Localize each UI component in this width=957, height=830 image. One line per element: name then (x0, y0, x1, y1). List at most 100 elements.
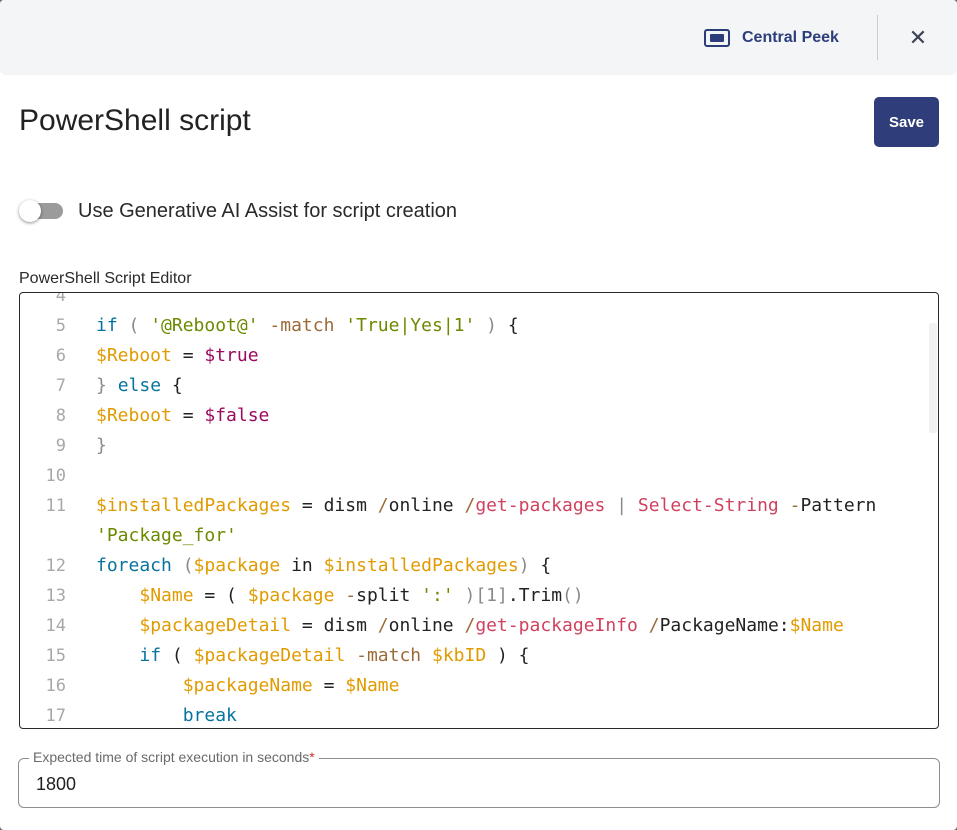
line-number: 7 (55, 376, 66, 396)
line-number: 6 (55, 346, 66, 366)
code-token: () (562, 585, 584, 606)
code-token: ( (171, 555, 194, 576)
ai-assist-toggle[interactable] (19, 200, 63, 222)
code-line: 8 $Reboot = $false (20, 401, 920, 431)
code-text: if ( $packageDetail -match $kbID ) { (96, 641, 530, 671)
line-number: 14 (45, 616, 66, 636)
code-token: / (464, 495, 476, 516)
code-token: in (280, 555, 324, 576)
code-text: if ( '@Reboot@' -match 'True|Yes|1' ) { (96, 311, 519, 341)
close-icon[interactable]: ✕ (908, 25, 928, 50)
script-editor[interactable]: 4 5 if ( '@Reboot@' -match 'True|Yes|1' ) … (19, 292, 939, 729)
code-token: online (388, 615, 465, 636)
code-token: = (171, 345, 205, 366)
editor-scrollbar[interactable] (929, 323, 937, 433)
central-peek-button[interactable]: Central Peek (704, 24, 839, 52)
dialog-topbar: Central Peek ✕ (0, 0, 957, 75)
code-token: break (182, 705, 237, 726)
code-token: foreach (96, 555, 172, 576)
line-number: 15 (45, 646, 66, 666)
exec-time-label: Expected time of script execution in sec… (29, 749, 319, 765)
code-token: ( (161, 645, 194, 666)
code-text: $Reboot = $true (96, 341, 259, 371)
save-button[interactable]: Save (874, 97, 939, 147)
code-token: = dism (291, 495, 378, 516)
code-token: .Trim (507, 585, 563, 606)
code-text: foreach ($package in $installedPackages)… (96, 551, 551, 581)
code-token: $Name (345, 675, 400, 696)
code-token: } (96, 435, 107, 456)
line-number: 5 (55, 316, 66, 336)
exec-time-label-text: Expected time of script execution in sec… (33, 749, 310, 765)
code-token: -match (345, 645, 432, 666)
code-text: $installedPackages = dism /online /get-p… (96, 491, 876, 521)
toggle-knob (19, 200, 41, 222)
code-text: 'Package_for' (96, 521, 237, 551)
code-token: split (356, 585, 422, 606)
code-line: 13 $Name = ( $package -split ':' )[1].Tr… (20, 581, 920, 611)
code-token: get-packages (475, 495, 606, 516)
code-line: 10 (20, 461, 920, 491)
code-token: ) (475, 315, 508, 336)
code-token: get-packageInfo (475, 615, 638, 636)
code-token: '@Reboot@' (150, 315, 259, 336)
code-token: $packageName (182, 675, 313, 696)
code-token: = (312, 675, 346, 696)
topbar-divider (877, 15, 878, 60)
code-token: $Reboot (96, 405, 172, 426)
required-mark: * (309, 749, 315, 765)
line-number: 17 (45, 706, 66, 726)
code-token: -match (258, 315, 346, 336)
exec-time-input[interactable] (36, 774, 916, 795)
code-token: $Reboot (96, 345, 172, 366)
code-line: 4 (20, 293, 920, 311)
code-token: { (161, 375, 183, 396)
code-token: { (540, 555, 552, 576)
code-text: } else { (96, 371, 183, 401)
code-token: $packageDetail (193, 645, 346, 666)
ai-assist-label: Use Generative AI Assist for script crea… (78, 200, 458, 222)
code-token: / (464, 615, 476, 636)
code-line: 9} (20, 431, 920, 461)
code-token: = dism (291, 615, 378, 636)
code-token: $package (247, 585, 335, 606)
code-token: PackageName: (659, 615, 790, 636)
code-token: = (171, 405, 205, 426)
code-token: $Name (789, 615, 844, 636)
code-token: ( (117, 315, 151, 336)
line-number: 16 (45, 676, 66, 696)
code-text: $Reboot = $false (96, 401, 269, 431)
code-token: if (139, 645, 162, 666)
line-number: 8 (55, 406, 66, 426)
code-token: 'Package_for' (96, 525, 237, 546)
code-token: | (605, 495, 638, 516)
line-number: 10 (45, 466, 66, 486)
code-token (96, 615, 139, 636)
code-token: } (96, 375, 118, 396)
code-line: 14 $packageDetail = dism /online /get-pa… (20, 611, 920, 641)
code-text: break (96, 701, 237, 728)
code-token: ':' (421, 585, 454, 606)
code-token: ) { (486, 645, 530, 666)
code-token: Pattern (800, 495, 877, 516)
code-token: else (117, 375, 162, 396)
editor-label: PowerShell Script Editor (19, 270, 192, 287)
code-token: $installedPackages (323, 555, 519, 576)
exec-time-field[interactable]: Expected time of script execution in sec… (18, 749, 940, 808)
code-line: 16 $packageName = $Name (20, 671, 920, 701)
code-token: 'True|Yes|1' (345, 315, 476, 336)
central-peek-label: Central Peek (742, 29, 839, 46)
code-token: )[1] (453, 585, 508, 606)
code-line: 5 if ( '@Reboot@' -match 'True|Yes|1' ) { (20, 311, 920, 341)
code-token: if (96, 315, 118, 336)
code-area[interactable]: 4 5 if ( '@Reboot@' -match 'True|Yes|1' ) … (20, 293, 938, 728)
code-token (96, 705, 183, 726)
page-title: PowerShell script (19, 104, 251, 137)
code-text: $packageName = $Name (96, 671, 400, 701)
code-line: 15 if ( $packageDetail -match $kbID ) { (20, 641, 920, 671)
code-line: 11$installedPackages = dism /online /get… (20, 491, 920, 521)
code-token: $Name (139, 585, 194, 606)
code-token: $installedPackages (96, 495, 292, 516)
